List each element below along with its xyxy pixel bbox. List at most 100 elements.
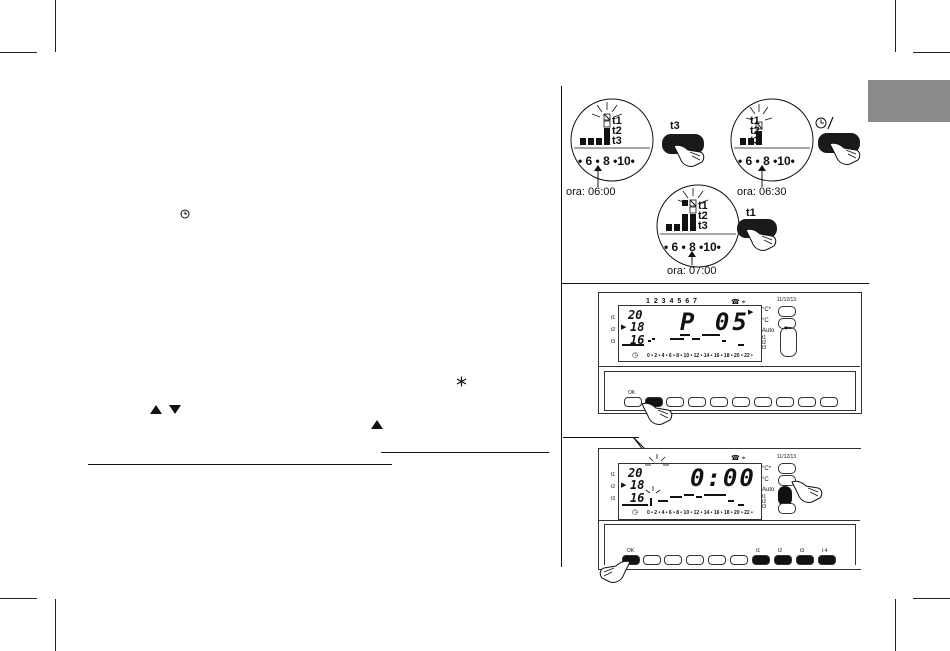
device-panel-2-lower: [598, 520, 860, 521]
day-numbers: 1 2 3 4 5 6 7: [646, 298, 698, 305]
side-button[interactable]: [778, 475, 796, 486]
key[interactable]: [688, 397, 706, 407]
unit-c-star: °C*: [762, 466, 772, 472]
dial-label-t1: t1: [750, 115, 760, 127]
hand-icon: [598, 556, 632, 584]
dial-hour-axis: • 6 • 8 •10•: [664, 240, 721, 254]
hour-axis: 0 • 2 • 4 • 6 • 8 • 10 • 12 • 14 • 16 • …: [647, 510, 753, 516]
hand-icon: [672, 140, 706, 168]
crop-mark: [55, 599, 56, 651]
side-button[interactable]: [778, 306, 796, 317]
callout-line: [563, 437, 639, 438]
pointer-arrow: [758, 165, 766, 187]
key[interactable]: [798, 397, 816, 407]
hand-icon: [744, 224, 778, 252]
key[interactable]: [776, 397, 794, 407]
level-t3: t3: [611, 339, 616, 345]
button-label-t3: t3: [670, 120, 680, 132]
crop-mark: [913, 52, 950, 53]
dial-step2: [730, 98, 814, 182]
clock-slash-icon: [815, 116, 835, 130]
dial-label-t2: t2: [612, 125, 622, 137]
phone-icon: ☎ ⌖: [731, 455, 746, 462]
hour-axis: 0 • 2 • 4 • 6 • 8 • 10 • 12 • 14 • 16 • …: [647, 353, 753, 359]
lcd-screen-2: [618, 463, 762, 520]
device-panel-1-inner: [604, 371, 856, 411]
key-label-t1: t1: [756, 548, 761, 554]
ok-button[interactable]: [622, 555, 640, 565]
ok-button[interactable]: [624, 397, 642, 407]
device-panel-2-inner: [604, 524, 856, 565]
temp-bot: 16: [630, 491, 645, 505]
button-label-t1: t1: [746, 207, 756, 219]
date-icon: 11/12/13: [777, 297, 797, 303]
up-arrow-icon: [371, 416, 383, 429]
side-button[interactable]: [778, 463, 796, 474]
rule-line: [381, 452, 549, 453]
temp-mid: 18: [630, 478, 645, 492]
section-tab: [868, 80, 950, 122]
program-bars-2: [622, 490, 750, 508]
level-marker-icon: ▶: [621, 482, 627, 489]
crop-mark: [895, 599, 896, 651]
clock-button[interactable]: [818, 133, 860, 153]
temp-mid: 18: [630, 320, 645, 334]
level-t1: t1: [611, 472, 616, 478]
key[interactable]: [730, 555, 748, 565]
key[interactable]: [710, 397, 728, 407]
up-down-button[interactable]: [778, 486, 792, 506]
clock-icon: ◷: [632, 352, 639, 359]
pointer-arrow: [688, 251, 696, 265]
temp-top: 20: [628, 308, 643, 322]
hand-icon: [790, 476, 824, 504]
t3-button[interactable]: [662, 134, 704, 154]
t4-key[interactable]: [818, 555, 836, 565]
down-arrow-icon: [169, 401, 181, 414]
level-marker-icon: ▶: [621, 324, 627, 331]
dial-label-t1: t1: [612, 115, 622, 127]
down-arrow-icon: ▼: [783, 326, 789, 332]
key[interactable]: [732, 397, 750, 407]
up-down-button[interactable]: [780, 327, 797, 357]
t3-key[interactable]: [796, 555, 814, 565]
side-button[interactable]: [778, 503, 796, 514]
key[interactable]: [686, 555, 704, 565]
crop-mark: [0, 598, 37, 599]
side-button[interactable]: [778, 318, 796, 329]
level-t3: t3: [611, 496, 616, 502]
blink-icon: [644, 486, 662, 502]
section-divider: [561, 283, 869, 284]
program-display: P 05: [680, 308, 750, 336]
crop-mark: [55, 0, 56, 52]
key[interactable]: [643, 555, 661, 565]
lcd-screen-1: [618, 305, 762, 362]
clock-icon: [180, 206, 190, 219]
dial-label-t2: t2: [750, 125, 760, 137]
t1-button[interactable]: [737, 219, 777, 238]
dial-label-t3: t3: [750, 135, 760, 147]
dial-label-t1: t1: [698, 200, 708, 212]
dial-hour-axis: • 6 • 8 •10•: [578, 154, 635, 168]
unit-auto: Auto: [762, 487, 775, 493]
device-panel-1-lower: [598, 366, 860, 367]
t2-key[interactable]: [774, 555, 792, 565]
time-display: 0:00: [690, 464, 756, 492]
dial-step1: [570, 98, 654, 182]
key[interactable]: [708, 555, 726, 565]
crop-mark: [895, 0, 896, 52]
unit-c: °C: [762, 477, 769, 483]
clock-key[interactable]: [664, 555, 682, 565]
t1-key[interactable]: [752, 555, 770, 565]
key[interactable]: [666, 397, 684, 407]
key[interactable]: [754, 397, 772, 407]
unit-c-star: °C*: [762, 307, 772, 313]
key-label-t4: t 4: [822, 548, 828, 554]
key-label-t2: t2: [778, 548, 783, 554]
time-label: ora: 06:30: [737, 186, 787, 198]
dial-hour-axis: • 6 • 8 •10•: [738, 154, 795, 168]
crop-mark: [0, 52, 37, 53]
temp-top: 20: [628, 466, 643, 480]
key[interactable]: [820, 397, 838, 407]
